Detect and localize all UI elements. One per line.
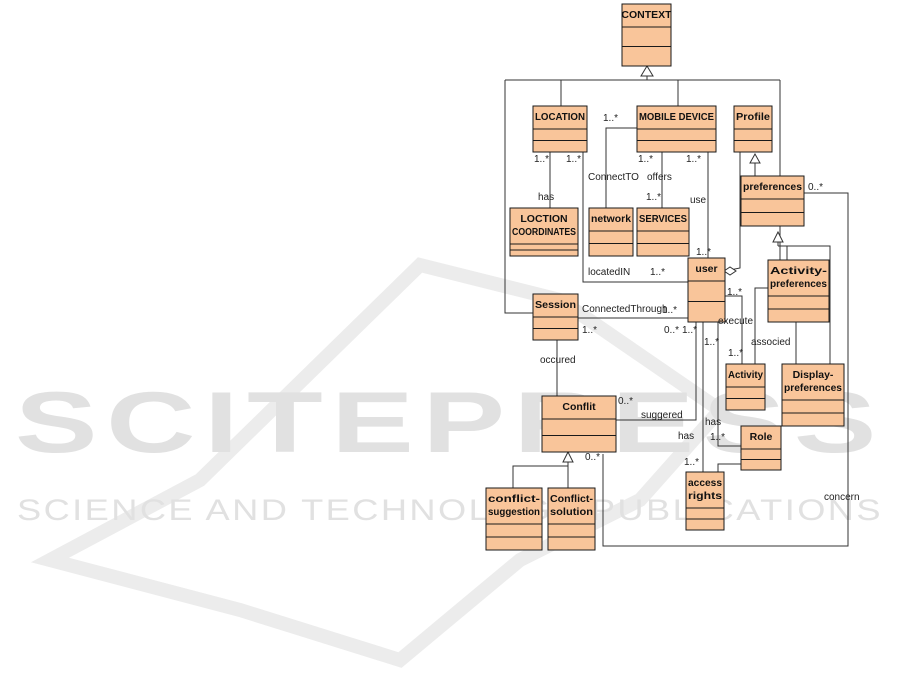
class-name-loction-coordinates: COORDINATES — [512, 226, 576, 238]
class-conflict-suggestion: conflict-suggestion — [485, 487, 543, 551]
class-name-loction-coordinates: LOCTION — [520, 213, 567, 225]
class-network: network — [588, 207, 634, 257]
class-name-activity-preferences: Activity- — [770, 265, 828, 277]
label-use: use — [690, 195, 707, 206]
conflit-user-edge — [616, 322, 697, 421]
label-loc-mult-left: 1..* — [534, 154, 549, 165]
mobile-connector-edge — [605, 127, 637, 208]
label-access-mult: 1..* — [684, 457, 699, 468]
class-role: Role — [740, 425, 782, 471]
label-located-in-mult: 1..* — [650, 267, 665, 278]
label-execute: execute — [718, 316, 753, 327]
conflit-generalization-edge — [512, 462, 569, 488]
label-has-access: has — [678, 431, 694, 442]
concern-edge — [602, 192, 849, 547]
label-loc-mult-right: 1..* — [566, 154, 581, 165]
class-activity-preferences: Activity-preferences — [767, 259, 830, 323]
class-name-mobile-device: MOBILE DEVICE — [639, 111, 714, 123]
label-role-mult: 1..* — [710, 432, 725, 443]
class-context: CONTEXT — [621, 3, 672, 67]
class-activity: Activity — [725, 363, 766, 411]
context-generalization-arrow — [640, 65, 654, 77]
class-name-activity: Activity — [728, 369, 763, 381]
class-name-session: Session — [535, 299, 576, 311]
class-conflict-solution: Conflict-solution — [547, 487, 596, 551]
class-profile: Profile — [733, 105, 773, 153]
label-user-mult-c: 1..* — [704, 337, 719, 348]
preferences-generalization-arrow — [772, 230, 784, 243]
class-name-access-rights: rights — [688, 490, 722, 502]
label-pref-mult: 0..* — [808, 182, 823, 193]
label-mobile-mult-offers: 1..* — [638, 154, 653, 165]
label-user-mult-b: 1..* — [682, 325, 697, 336]
class-preferences: preferences — [740, 175, 805, 227]
class-name-activity-preferences: preferences — [770, 278, 827, 290]
label-user-mult-conflit: 0..* — [664, 325, 679, 336]
association-lines — [504, 65, 849, 547]
class-name-preferences: preferences — [743, 181, 802, 193]
class-name-conflict-solution: solution — [550, 506, 593, 518]
class-name-profile: Profile — [736, 111, 770, 123]
class-display-preferences: Display-preferences — [781, 363, 845, 427]
class-session: Session — [532, 293, 579, 341]
label-connected-mult-user: 1..* — [662, 305, 677, 316]
label-connected-through: ConnectedThrough — [582, 304, 668, 315]
class-name-conflict-suggestion: conflict- — [488, 493, 541, 505]
user-role-edge — [717, 322, 741, 447]
class-name-services: SERVICES — [639, 213, 687, 225]
class-conflit: Conflit — [541, 395, 617, 453]
class-boxes: CONTEXT LOCATION MOBILE DEVICE Profile prefe… — [485, 3, 845, 551]
label-loc-has: has — [538, 192, 554, 203]
conflit-generalization-arrow — [562, 450, 574, 463]
label-user-exec-mult: 1..* — [727, 287, 742, 298]
class-location: LOCATION — [532, 105, 588, 153]
role-access-edge — [717, 463, 741, 472]
label-mobile-mult-user: 1..* — [686, 154, 701, 165]
user-activity-edge — [724, 295, 743, 364]
label-conflit-mult-top: 0..* — [618, 396, 633, 407]
label-concern: concern — [824, 492, 860, 503]
class-name-conflit: Conflit — [562, 401, 596, 413]
label-occured: occured — [540, 355, 576, 366]
label-session-mult: 1..* — [582, 325, 597, 336]
class-name-network: network — [591, 213, 631, 225]
class-name-role: Role — [750, 431, 773, 443]
class-name-access-rights: access — [688, 477, 722, 489]
preferences-generalization-edge — [777, 242, 831, 364]
label-mobile-mult-top: 1..* — [603, 113, 618, 124]
profile-user-edge — [724, 152, 741, 272]
edge-labels: has 1..* 1..* 1..* ConnectTO offers 1..*… — [534, 113, 860, 503]
label-services-mult: 1..* — [646, 192, 661, 203]
location-user-edge — [582, 152, 688, 283]
label-user-mult-use: 1..* — [696, 247, 711, 258]
class-mobile-device: MOBILE DEVICE — [636, 105, 717, 153]
class-name-conflict-suggestion: suggestion — [488, 506, 540, 518]
profile-generalization-arrow — [749, 152, 761, 164]
class-name-context: CONTEXT — [621, 9, 672, 21]
class-user: user — [687, 257, 726, 323]
label-associed: associed — [751, 337, 790, 348]
class-services: SERVICES — [636, 207, 690, 257]
label-conflit-mult-bottom: 0..* — [585, 452, 600, 463]
activitypref-activity-edge — [754, 287, 768, 364]
class-name-display-preferences: preferences — [784, 382, 842, 394]
label-has-role: has — [705, 417, 721, 428]
watermark-book-shape — [30, 257, 731, 668]
label-suggered: suggered — [641, 410, 683, 421]
label-activity-mult: 1..* — [728, 348, 743, 359]
label-connect-to: ConnectTO — [588, 172, 639, 183]
watermark-sub-text: SCIENCE AND TECHNOLOGY PUBLICATIONS — [17, 494, 883, 527]
user-aggregation-diamond — [723, 266, 737, 276]
label-offers: offers — [647, 172, 672, 183]
label-located-in: locatedIN — [588, 267, 630, 278]
class-name-user: user — [695, 263, 717, 275]
class-name-display-preferences: Display- — [793, 369, 834, 381]
class-name-conflict-solution: Conflict- — [550, 493, 594, 505]
context-generalization-edge — [504, 76, 781, 314]
class-name-location: LOCATION — [535, 111, 585, 123]
